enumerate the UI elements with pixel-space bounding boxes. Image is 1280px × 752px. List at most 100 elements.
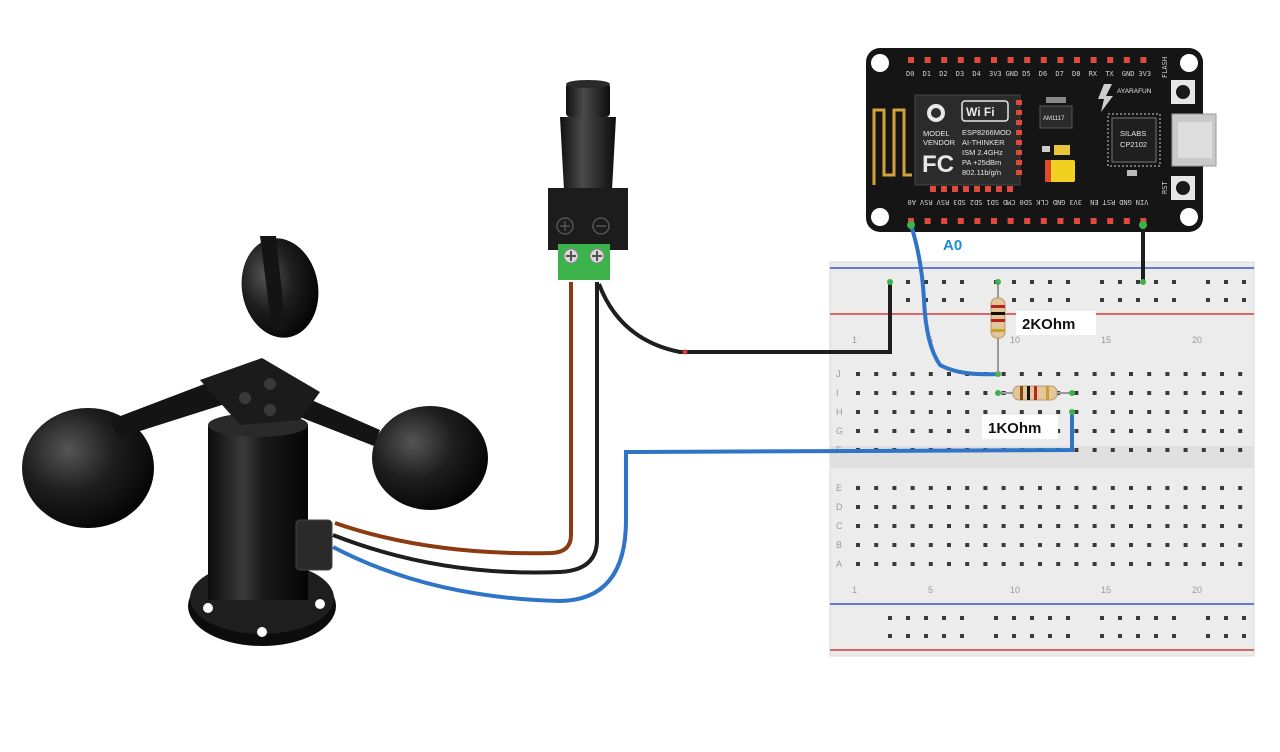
- rail-hole: [1242, 616, 1246, 620]
- breadboard-hole: [965, 429, 970, 433]
- wire-blue-signal: [332, 412, 1074, 604]
- breadboard-hole: [910, 429, 915, 433]
- rail-hole: [960, 634, 964, 638]
- breadboard-hole: [1201, 410, 1206, 414]
- pin-label: D0: [906, 70, 914, 78]
- header-pin: [1123, 57, 1130, 63]
- breadboard-hole: [965, 486, 970, 490]
- breadboard-hole: [1183, 505, 1188, 509]
- breadboard-hole: [1183, 448, 1188, 452]
- wifi-logo-icon: [961, 100, 1009, 122]
- band: [1027, 386, 1030, 400]
- band: [1046, 386, 1049, 400]
- breadboard-hole: [947, 562, 951, 566]
- row-letter: J: [836, 369, 841, 379]
- pin-label: D8: [1072, 70, 1080, 78]
- breadboard-hole: [1147, 391, 1152, 395]
- breadboard-hole: [928, 410, 933, 414]
- header-pin: [941, 218, 948, 224]
- pin-label: CLK: [1035, 198, 1048, 206]
- header-pin: [941, 57, 948, 63]
- rail-hole: [1030, 634, 1034, 638]
- breadboard-hole: [856, 410, 860, 414]
- rail-hole: [1154, 634, 1158, 638]
- breadboard-hole: [874, 429, 879, 433]
- breadboard-hole: [1220, 505, 1224, 509]
- breadboard-hole: [910, 505, 915, 509]
- hub-plate: [200, 358, 320, 425]
- breadboard-hole: [1183, 543, 1188, 547]
- esp-pad: [941, 186, 947, 192]
- breadboard-hole: [1019, 486, 1024, 490]
- cable-gland: [295, 519, 333, 571]
- rail-hole: [906, 298, 910, 302]
- wire-end: [1139, 221, 1147, 229]
- breadboard-hole: [928, 562, 933, 566]
- breadboard-hole: [1074, 524, 1079, 528]
- rail-hole: [1030, 280, 1034, 284]
- pin-label: GND: [1006, 70, 1019, 78]
- rail-hole: [1154, 280, 1158, 284]
- breadboard-hole: [892, 410, 897, 414]
- breadboard-hole: [1129, 543, 1133, 547]
- breadboard-hole: [1238, 486, 1243, 490]
- rail-hole: [1206, 634, 1210, 638]
- jack-socket-rim: [566, 80, 610, 88]
- breadboard-hole: [965, 524, 970, 528]
- breadboard-hole: [1220, 429, 1224, 433]
- col-number: 1: [852, 585, 857, 595]
- breadboard-hole: [1056, 505, 1061, 509]
- pin-label: TX: [1105, 70, 1114, 78]
- breadboard-hole: [1092, 524, 1097, 528]
- breadboard-hole: [1092, 505, 1097, 509]
- breadboard-hole: [1165, 562, 1170, 566]
- hub-screw: [264, 378, 276, 390]
- rail-hole: [1066, 280, 1070, 284]
- breadboard-hole: [874, 391, 879, 395]
- breadboard-hole: [1129, 391, 1133, 395]
- rail-hole: [1172, 280, 1176, 284]
- capacitor-small: [1054, 145, 1070, 155]
- flash-button-cap[interactable]: [1176, 85, 1190, 99]
- header-pin: [957, 57, 964, 63]
- header-pin: [1140, 218, 1147, 224]
- a0-label: A0: [943, 237, 962, 254]
- header-pin: [1024, 218, 1031, 224]
- pin-label: GND: [1053, 198, 1066, 206]
- usb-uart-outline: [1107, 113, 1161, 167]
- antenna-trace: [872, 108, 912, 185]
- rail-hole: [924, 616, 928, 620]
- regulator-tab: [1046, 97, 1066, 103]
- mount-hole: [315, 599, 325, 609]
- breadboard-hole: [1056, 429, 1061, 433]
- breadboard-hole: [856, 562, 860, 566]
- breadboard-hole: [947, 486, 951, 490]
- rail-hole: [960, 616, 964, 620]
- breadboard-hole: [1165, 486, 1170, 490]
- column-numbers: 1 5 10 15 20 1 5 10 15 20: [852, 335, 1202, 595]
- breadboard-hole: [874, 410, 879, 414]
- rail-hole: [1242, 298, 1246, 302]
- pin-label: A0: [908, 198, 916, 206]
- rail-hole: [1012, 634, 1016, 638]
- breadboard-hole: [1201, 429, 1206, 433]
- header-pin: [1074, 218, 1080, 224]
- screw-terminal: [558, 244, 610, 280]
- reset-button-cap[interactable]: [1176, 181, 1190, 195]
- breadboard-hole: [856, 429, 860, 433]
- breadboard-hole: [1056, 524, 1061, 528]
- rail-hole: [1172, 634, 1176, 638]
- breadboard-hole: [1147, 505, 1152, 509]
- cup-left: [22, 408, 154, 528]
- screw-slot: [566, 251, 576, 261]
- breadboard-hole: [965, 391, 970, 395]
- breadboard-hole: [965, 543, 970, 547]
- pin-label: VIN: [1136, 198, 1149, 206]
- row-letter: H: [836, 407, 843, 417]
- breadboard-hole: [1110, 372, 1115, 376]
- breadboard-hole: [1074, 562, 1079, 566]
- rail-hole: [1136, 280, 1140, 284]
- rail-hole: [1154, 298, 1158, 302]
- breadboard-hole: [1201, 486, 1206, 490]
